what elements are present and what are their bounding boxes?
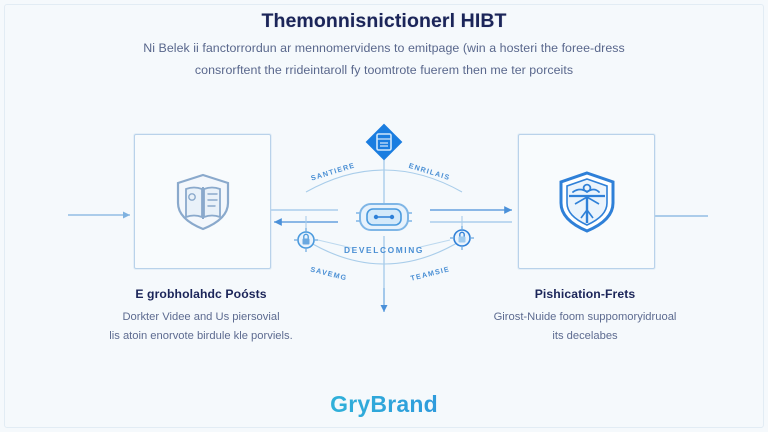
- arc-label-top-right: ENRILAIS: [407, 160, 452, 183]
- arc-label-bottom-right: TEAMSIE: [409, 264, 451, 283]
- header: Themonnisnictionerl HIBT Ni Belek ii fan…: [0, 6, 768, 81]
- page-title: Themonnisnictionerl HIBT: [261, 10, 507, 32]
- subtitle-line-1: Ni Belek ii fanctorrordun ar mennomervid…: [143, 41, 625, 55]
- arc-label-center: DEVELCOMING: [344, 245, 424, 255]
- right-node-description: Girost-Nuide foom suppomoryidruoal its d…: [460, 308, 710, 346]
- line-lock-right-inner: [415, 239, 451, 249]
- left-node-card[interactable]: [134, 134, 271, 269]
- shield-book-icon: [135, 135, 270, 268]
- database-diamond-icon[interactable]: [360, 118, 408, 166]
- line-lock-left-inner: [317, 239, 353, 249]
- right-node-card[interactable]: [518, 134, 655, 269]
- lock-circle-icon[interactable]: [448, 224, 476, 252]
- page-subtitle: Ni Belek ii fanctorrordun ar mennomervid…: [84, 37, 684, 81]
- arc-label-bottom-left: SAVEMG: [309, 264, 349, 283]
- shield-check-icon: [519, 135, 654, 268]
- right-desc-line-2: its decelabes: [552, 330, 618, 342]
- arc-upper: [305, 169, 463, 193]
- brand-logo: GryBrand: [0, 391, 768, 418]
- left-desc-line-1: Dorkter Videe and Us piersovial: [122, 311, 280, 323]
- lock-circle-icon[interactable]: [292, 226, 320, 254]
- left-desc-line-2: lis atoin enorvote birdule kle porviels.: [109, 330, 293, 342]
- arc-lower: [305, 239, 463, 265]
- cloud-core-icon[interactable]: [354, 196, 414, 238]
- subtitle-line-2: consrorftent the rrideintaroll fy toomtr…: [194, 63, 574, 77]
- arc-label-top-left: SANTIERE: [309, 160, 357, 183]
- right-node-label: Pishication-Frets: [534, 287, 636, 301]
- left-node-label: E grobholahdc Poósts: [135, 287, 267, 301]
- right-desc-line-1: Girost-Nuide foom suppomoryidruoal: [493, 311, 677, 323]
- diagram-body: E grobholahdc Poósts Dorkter Videe and U…: [0, 112, 768, 362]
- left-node-description: Dorkter Videe and Us piersovial lis atoi…: [76, 308, 326, 346]
- central-hub: SANTIERE ENRILAIS SAVEMG TEAMSIE DEVELCO…: [248, 112, 520, 352]
